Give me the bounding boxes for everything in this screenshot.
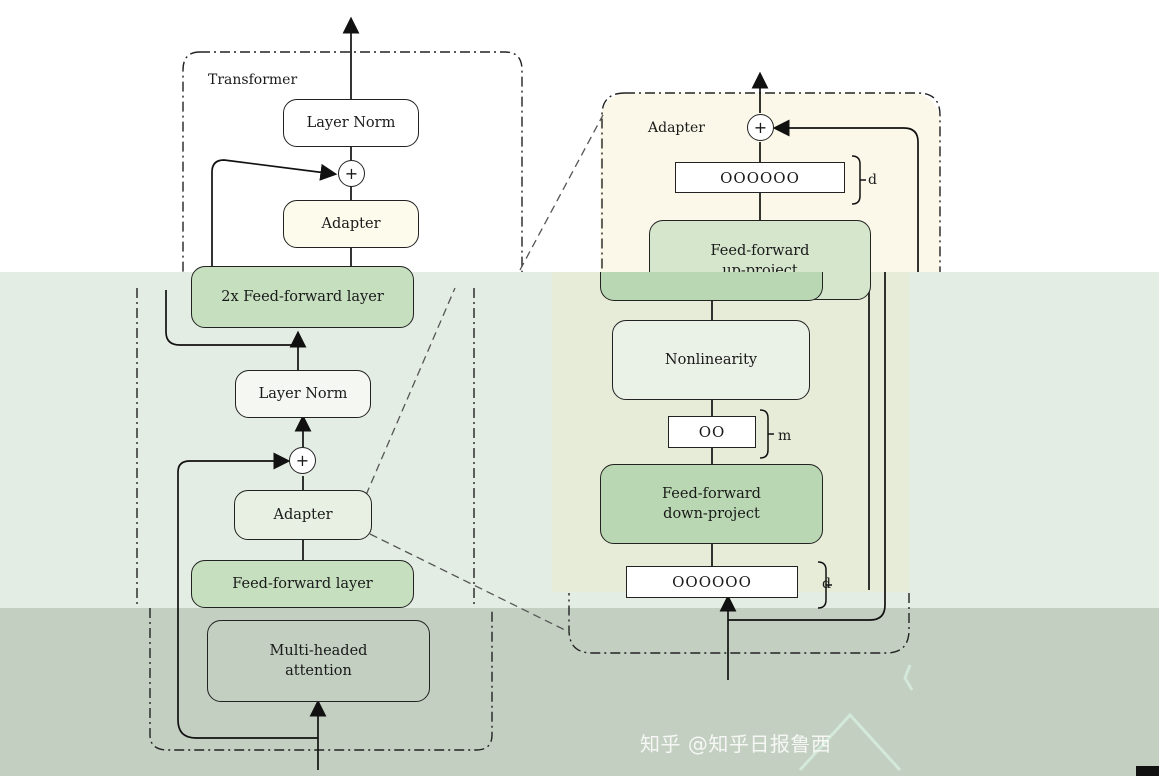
adapter-top-box: Adapter bbox=[283, 200, 419, 248]
vector-top: OOOOOO bbox=[675, 162, 845, 193]
dim-label-mid: m bbox=[778, 428, 792, 444]
dim-label-top: d bbox=[868, 172, 877, 188]
nonlinearity-box: Nonlinearity bbox=[612, 320, 810, 400]
corner-mark bbox=[1136, 766, 1159, 776]
watermark-text: 知乎 @知乎日报鲁西 bbox=[640, 732, 832, 756]
vector-bottom: OOOOOO bbox=[626, 566, 798, 598]
feed-forward-down-project-box: Feed-forward down-project bbox=[600, 464, 823, 544]
adapter-residual-add-icon: + bbox=[747, 114, 774, 141]
adapter-bottom-box: Adapter bbox=[234, 490, 372, 540]
two-x-feed-forward-box: 2x Feed-forward layer bbox=[191, 266, 414, 328]
adapter-title: Adapter bbox=[648, 120, 705, 136]
vector-mid: OO bbox=[668, 416, 756, 448]
dim-label-bottom: d bbox=[822, 576, 831, 592]
up-project-lower-box bbox=[600, 272, 823, 301]
multi-headed-attention-box: Multi-headed attention bbox=[207, 620, 430, 702]
transformer-frame bbox=[136, 51, 523, 751]
residual-add-bottom-icon: + bbox=[289, 447, 316, 474]
layer-norm-mid-box: Layer Norm bbox=[235, 370, 371, 418]
adapter-frame bbox=[568, 92, 941, 654]
layer-norm-top-box: Layer Norm bbox=[283, 99, 419, 147]
transformer-title: Transformer bbox=[208, 72, 298, 88]
residual-add-top-icon: + bbox=[338, 160, 365, 187]
zoom-lines bbox=[365, 114, 604, 633]
feed-forward-layer-box: Feed-forward layer bbox=[191, 560, 414, 608]
lower-band bbox=[0, 608, 1159, 776]
